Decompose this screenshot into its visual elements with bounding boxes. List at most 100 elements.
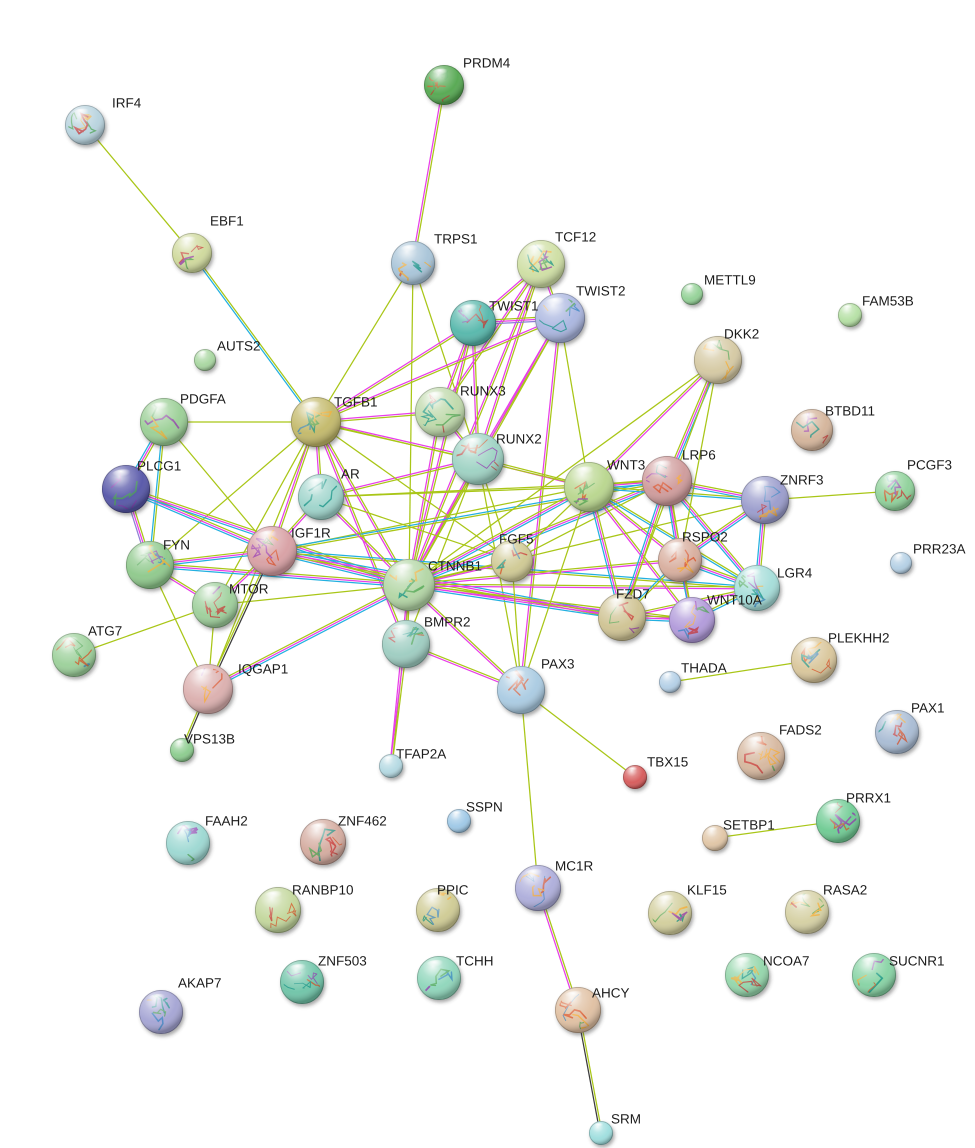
network-node-runx3[interactable] bbox=[414, 386, 466, 438]
network-node-tgfb1[interactable] bbox=[290, 396, 342, 448]
network-edge[interactable] bbox=[538, 703, 628, 772]
network-edge[interactable] bbox=[604, 374, 704, 472]
network-edge[interactable] bbox=[341, 463, 455, 494]
network-node-fads2[interactable] bbox=[736, 731, 786, 781]
network-node-wnt3[interactable] bbox=[563, 461, 615, 513]
network-node-prrx1[interactable] bbox=[815, 796, 861, 844]
network-edge[interactable] bbox=[326, 441, 399, 565]
network-node-trps1[interactable] bbox=[388, 240, 442, 286]
network-edge[interactable] bbox=[166, 436, 299, 551]
network-node-iqgap1[interactable] bbox=[178, 658, 234, 715]
network-node-vps13b[interactable] bbox=[169, 737, 195, 763]
network-node-akap7[interactable] bbox=[132, 987, 184, 1041]
network-node-pcgf3[interactable] bbox=[874, 470, 916, 512]
network-edge[interactable] bbox=[150, 444, 164, 543]
network-edge[interactable] bbox=[446, 342, 468, 391]
network-node-tbx15[interactable] bbox=[622, 764, 648, 790]
network-edge[interactable] bbox=[543, 907, 573, 991]
network-edge[interactable] bbox=[679, 662, 793, 682]
network-edge[interactable] bbox=[756, 522, 766, 567]
network-edge[interactable] bbox=[93, 611, 195, 649]
network-node-setbp1[interactable] bbox=[701, 824, 729, 852]
network-edge[interactable] bbox=[787, 491, 877, 500]
network-node-ncoa7[interactable] bbox=[724, 952, 770, 998]
network-node-btbd11[interactable] bbox=[790, 408, 834, 452]
network-node-runx2[interactable] bbox=[451, 432, 505, 486]
network-node-ahcy[interactable] bbox=[554, 986, 602, 1035]
network-node-ebf1[interactable] bbox=[171, 232, 213, 274]
network-edge[interactable] bbox=[525, 502, 573, 548]
network-node-fyn[interactable] bbox=[125, 539, 181, 590]
network-node-plekhh2[interactable] bbox=[790, 625, 838, 684]
network-node-tfap2a[interactable] bbox=[378, 753, 404, 779]
network-node-lgr4[interactable] bbox=[733, 564, 781, 627]
network-edge[interactable] bbox=[695, 510, 749, 551]
network-edge[interactable] bbox=[134, 440, 156, 471]
network-edge[interactable] bbox=[683, 381, 715, 540]
network-node-tcf12[interactable] bbox=[516, 236, 566, 289]
network-edge[interactable] bbox=[96, 138, 181, 240]
network-node-irf4[interactable] bbox=[60, 104, 106, 146]
network-node-bmpr2[interactable] bbox=[381, 619, 431, 669]
network-node-tchh[interactable] bbox=[402, 955, 462, 1001]
network-edge[interactable] bbox=[339, 412, 417, 422]
network-node-ar[interactable] bbox=[295, 473, 345, 521]
network-edge[interactable] bbox=[488, 277, 526, 311]
network-edge[interactable] bbox=[236, 586, 385, 604]
network-edge[interactable] bbox=[472, 344, 479, 435]
network-edge[interactable] bbox=[426, 650, 501, 684]
network-edge[interactable] bbox=[710, 596, 739, 612]
network-node-thada[interactable] bbox=[658, 670, 682, 694]
network-node-atg7[interactable] bbox=[48, 632, 97, 678]
network-edge[interactable] bbox=[172, 551, 249, 566]
network-edge[interactable] bbox=[592, 509, 620, 596]
network-node-znf503[interactable] bbox=[272, 959, 331, 1005]
network-node-faah2[interactable] bbox=[165, 820, 211, 884]
network-edge[interactable] bbox=[529, 491, 647, 553]
network-node-mtor[interactable] bbox=[191, 576, 239, 629]
network-edge[interactable] bbox=[227, 593, 389, 681]
network-edge[interactable] bbox=[201, 266, 304, 405]
network-node-plcg1[interactable] bbox=[101, 464, 151, 514]
network-node-znrf3[interactable] bbox=[740, 475, 790, 525]
network-node-pdgfa[interactable] bbox=[139, 389, 189, 447]
network-edge[interactable] bbox=[432, 504, 744, 580]
network-edge[interactable] bbox=[432, 586, 601, 617]
network-edge[interactable] bbox=[644, 615, 671, 622]
network-node-twist2[interactable] bbox=[532, 284, 586, 344]
network-node-klf15[interactable] bbox=[647, 890, 698, 936]
network-edge[interactable] bbox=[636, 573, 667, 603]
network-edge[interactable] bbox=[216, 571, 264, 669]
network-node-ranbp10[interactable] bbox=[254, 886, 302, 934]
network-edge[interactable] bbox=[286, 511, 308, 535]
network-edge[interactable] bbox=[429, 495, 570, 576]
network-edge[interactable] bbox=[315, 445, 322, 476]
network-node-igf1r[interactable] bbox=[246, 520, 298, 577]
network-edge[interactable] bbox=[428, 372, 701, 572]
network-edge[interactable] bbox=[689, 482, 744, 499]
network-node-rspo2[interactable] bbox=[657, 537, 703, 583]
network-edge[interactable] bbox=[184, 709, 201, 741]
network-edge[interactable] bbox=[224, 442, 306, 587]
network-edge[interactable] bbox=[145, 495, 252, 545]
network-node-ppic[interactable] bbox=[415, 887, 461, 933]
network-node-srm[interactable] bbox=[588, 1120, 614, 1146]
network-node-auts2[interactable] bbox=[193, 348, 217, 372]
network-node-dkk2[interactable] bbox=[693, 335, 743, 385]
network-edge[interactable] bbox=[425, 600, 506, 676]
network-edge[interactable] bbox=[158, 585, 199, 668]
network-edge[interactable] bbox=[327, 280, 403, 403]
network-edge[interactable] bbox=[483, 284, 536, 437]
network-edge[interactable] bbox=[453, 429, 464, 441]
network-node-twist1[interactable] bbox=[449, 299, 497, 347]
network-edge[interactable] bbox=[512, 580, 521, 668]
network-edge[interactable] bbox=[606, 500, 666, 549]
network-node-pax3[interactable] bbox=[496, 663, 546, 715]
network-node-mettl9[interactable] bbox=[680, 282, 704, 306]
network-edge[interactable] bbox=[522, 712, 537, 867]
network-edge[interactable] bbox=[580, 1030, 601, 1123]
network-node-mc1r[interactable] bbox=[514, 864, 562, 912]
network-edge[interactable] bbox=[341, 503, 494, 556]
network-edge[interactable] bbox=[698, 564, 738, 584]
